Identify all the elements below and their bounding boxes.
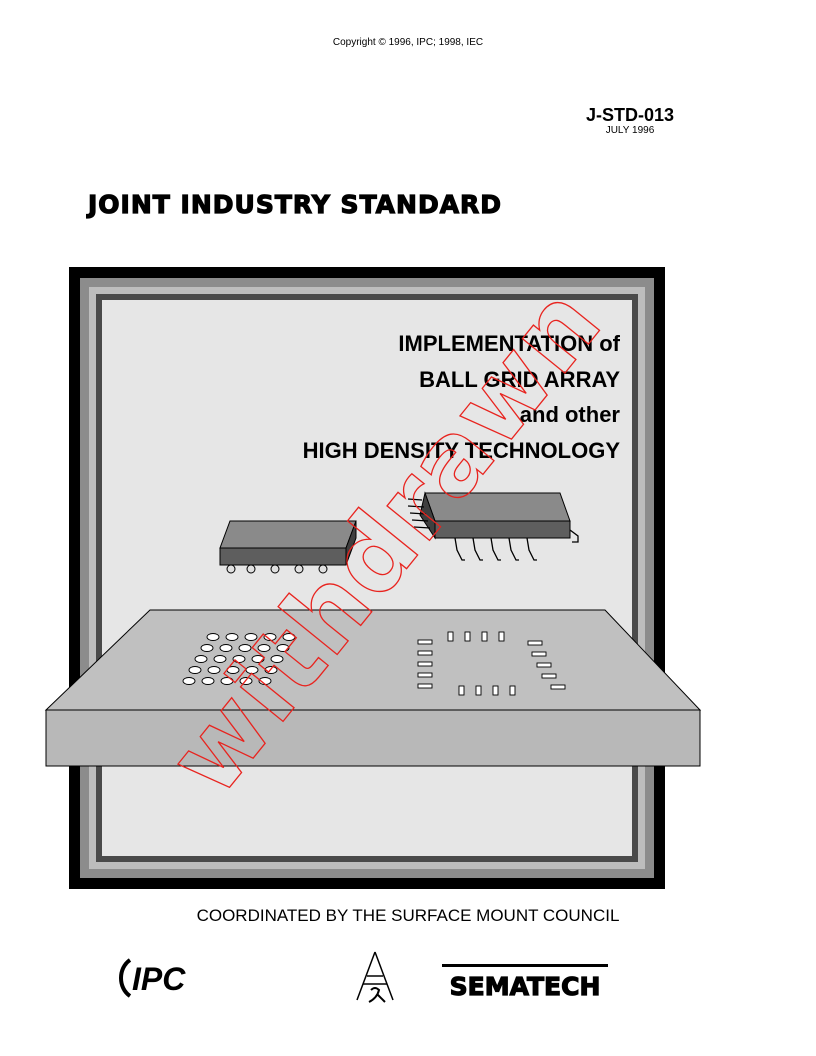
sematech-logo-text: SEMATECH: [450, 972, 601, 1001]
board-front: [45, 709, 701, 767]
bga-chip: [219, 520, 357, 574]
ipc-logo: IPC: [119, 958, 186, 998]
ipc-logo-text: IPC: [132, 961, 186, 997]
document-id-block: J-STD-013 JULY 1996: [586, 105, 674, 137]
document-date: JULY 1996: [605, 125, 655, 136]
bga-pads: [182, 633, 296, 685]
document-number: J-STD-013: [585, 105, 674, 125]
main-heading: JOINT INDUSTRY STANDARD: [87, 189, 503, 219]
coordinated-by-text: COORDINATED BY THE SURFACE MOUNT COUNCIL: [196, 906, 620, 925]
cover-title-line1: IMPLEMENTATION of: [398, 331, 620, 356]
qfp-pads: [417, 631, 566, 696]
cover-title-line3: and other: [520, 402, 621, 427]
eia-logo: [356, 951, 394, 1003]
sponsor-logos: IPC SEMATECH: [0, 950, 816, 1010]
copyright-notice: Copyright © 1996, IPC; 1998, IEC: [332, 37, 484, 48]
cover-title-line2: BALL GRID ARRAY: [419, 367, 620, 392]
cover-title-line4: HIGH DENSITY TECHNOLOGY: [303, 438, 621, 463]
soic-chip: [407, 491, 579, 561]
sematech-logo: SEMATECH: [442, 964, 608, 1002]
